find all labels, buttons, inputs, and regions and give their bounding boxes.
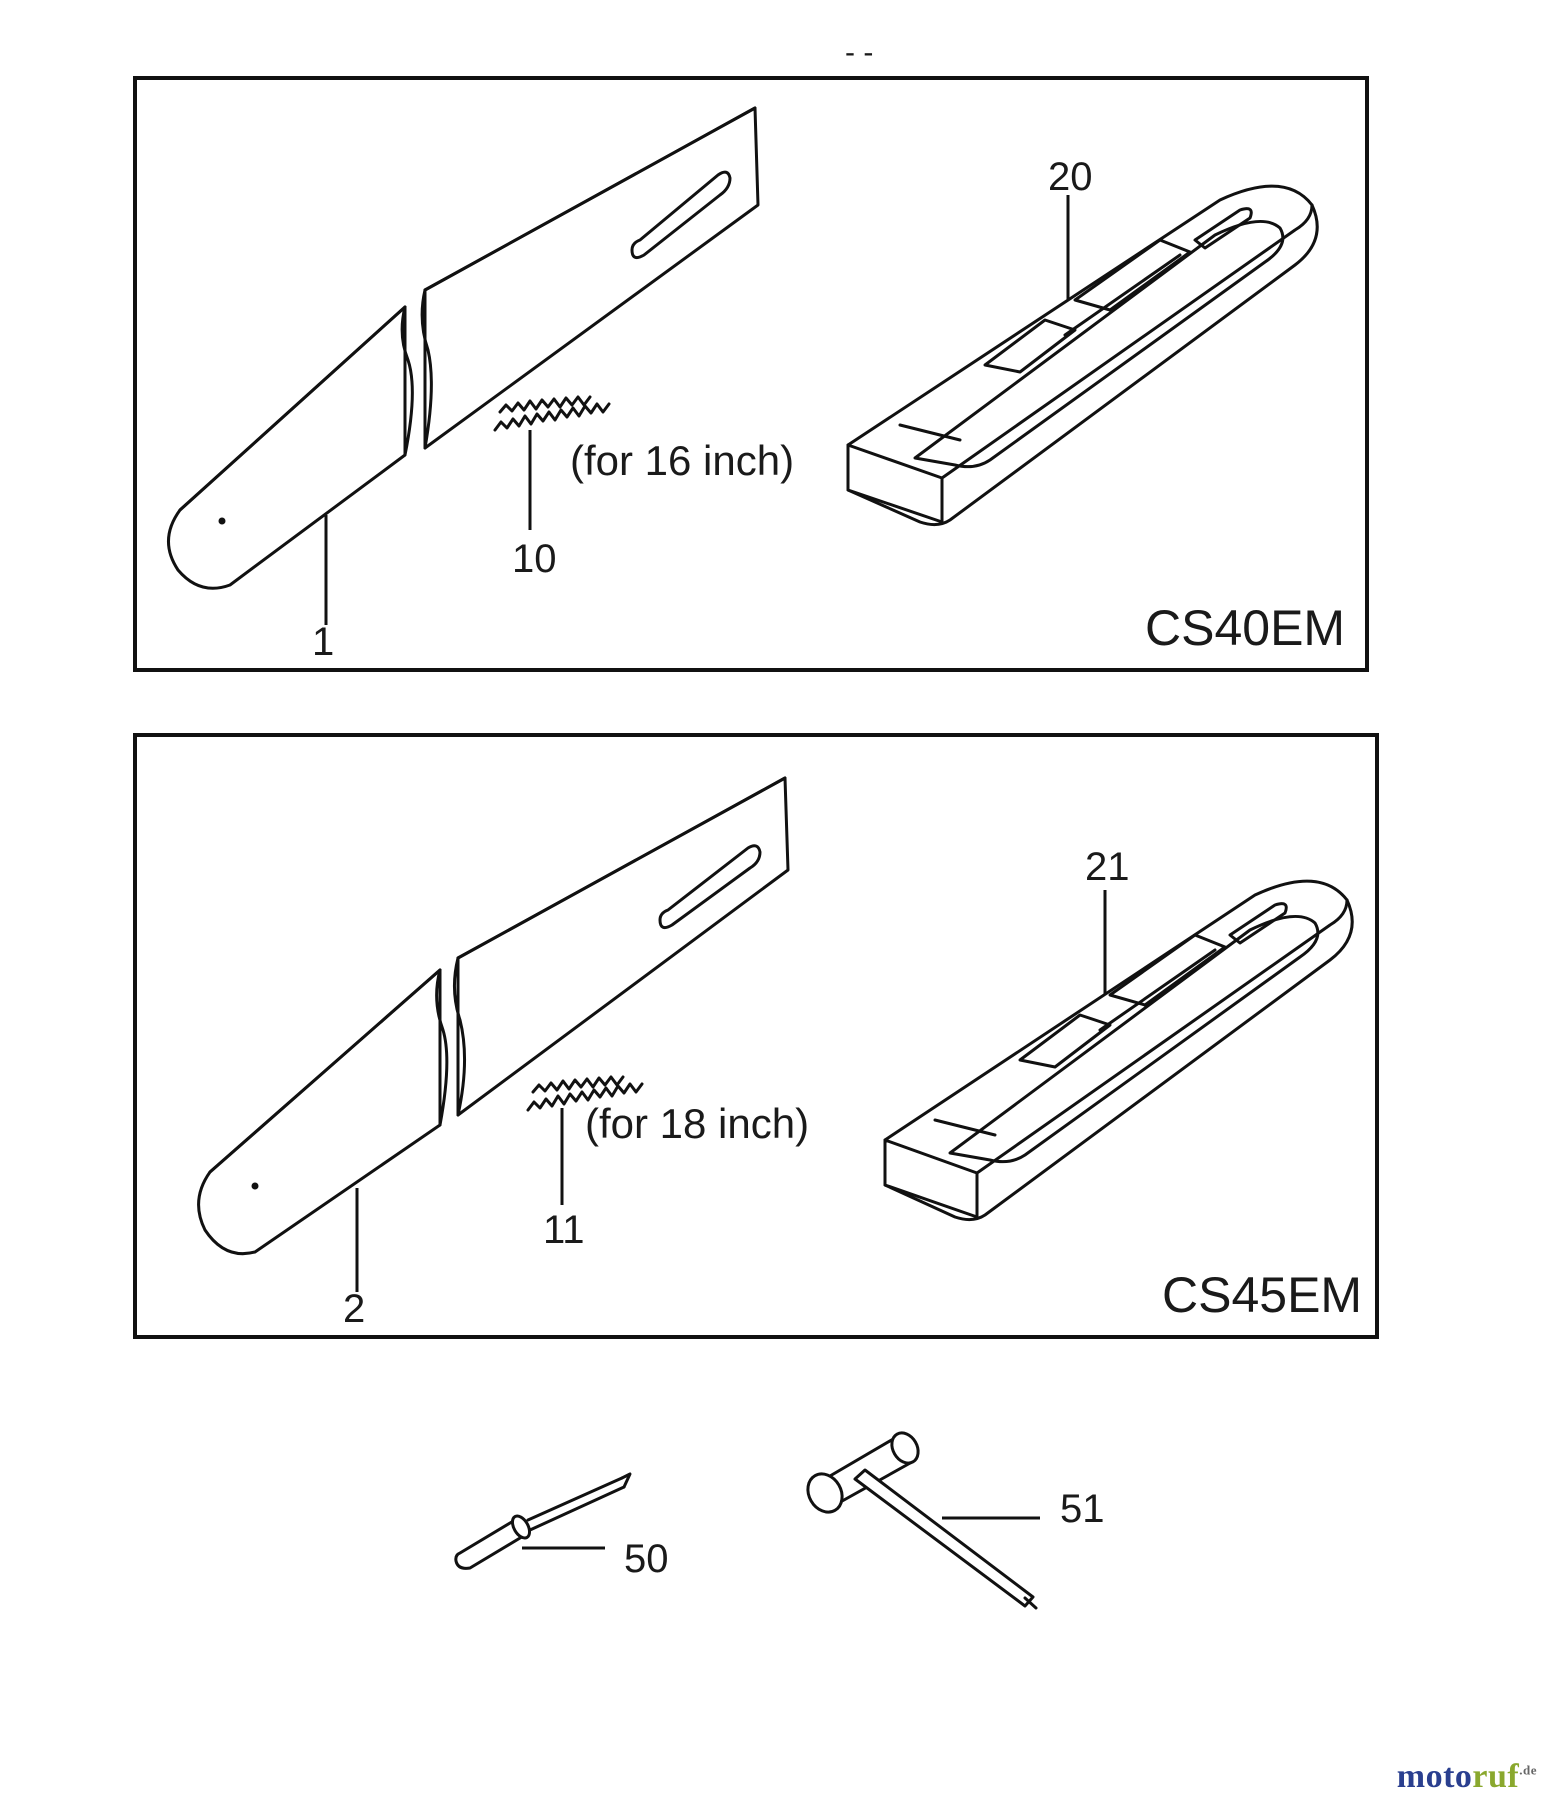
callout-guide-bar: 2 [343,1287,365,1331]
bar-cover-illustration [846,184,1319,527]
bar-cover-illustration [883,879,1354,1222]
panel-cs45em: 2 11 21 (for 18 inch) CS45EM [133,733,1379,1339]
callout-saw-chain: 11 [543,1208,585,1252]
callout-guide-bar: 1 [312,620,334,664]
t-wrench-illustration [806,1431,1038,1610]
callout-screwdriver: 50 [624,1537,669,1581]
saw-chain-illustration [493,395,611,432]
watermark-part1: moto [1396,1758,1473,1795]
panel-cs40em: 1 10 20 (for 16 inch) CS40EM [133,76,1369,672]
panel-frame [133,76,1369,672]
model-label: CS45EM [1162,1267,1362,1323]
watermark-part2: ruf [1472,1758,1520,1795]
panel-frame [133,733,1379,1339]
top-mark: - - [845,36,873,69]
guide-bar-illustration [197,776,790,1256]
guide-bar-illustration [167,106,760,590]
callout-t-wrench: 51 [1060,1487,1105,1531]
chain-length-note: (for 18 inch) [585,1100,809,1147]
saw-chain-illustration [526,1075,644,1112]
callout-bar-cover: 20 [1048,155,1093,199]
chain-length-note: (for 16 inch) [570,437,794,484]
model-label: CS40EM [1145,600,1345,656]
callout-saw-chain: 10 [512,537,557,581]
watermark-suffix: .de [1519,1762,1537,1778]
screwdriver-illustration [454,1472,632,1570]
site-watermark: motoruf.de [1397,1758,1537,1796]
callout-bar-cover: 21 [1085,845,1130,889]
